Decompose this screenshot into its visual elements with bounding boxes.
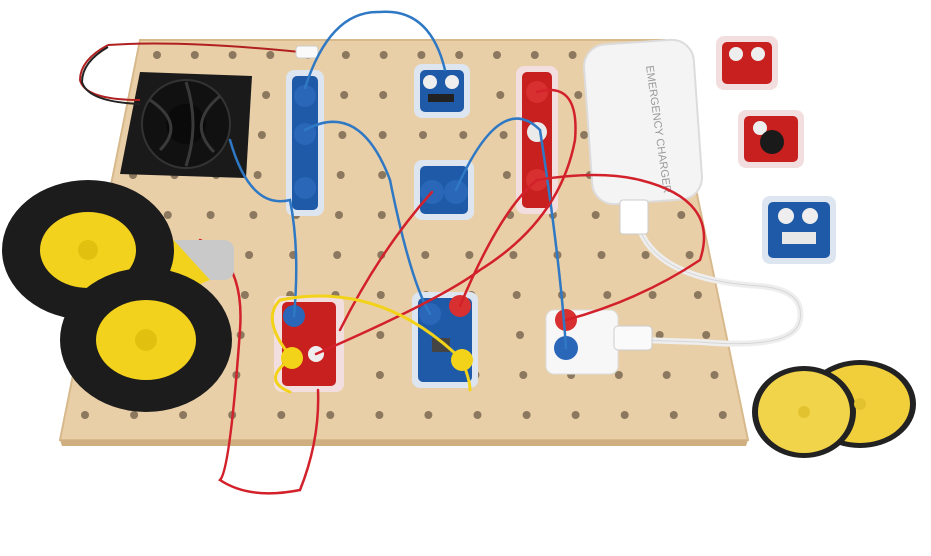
peg-hole [662,371,671,379]
peg-hole [240,291,249,299]
peg-hole [620,411,629,419]
peg-hole [574,91,583,99]
peg-hole [376,331,385,339]
peg-hole [421,251,430,259]
peg-hole [379,91,388,99]
peg-hole [336,171,345,179]
peg-hole [710,371,719,379]
peg-hole [496,91,505,99]
peg-hole [81,411,89,419]
peg-hole [519,371,528,379]
peg-hole [277,411,286,419]
peg-hole [266,51,275,59]
peg-hole [530,51,539,59]
peg-hole [179,411,188,419]
peg-hole [206,211,215,219]
peg-hole [509,251,518,259]
blue-module-center [414,160,474,220]
peg-hole [190,51,199,59]
peg-hole [655,331,664,339]
peg-hole [648,291,657,299]
peg-hole [340,91,349,99]
blue-module-vertical [286,70,324,216]
blue-module-top [414,64,470,118]
peg-hole [262,91,271,99]
red-switch-module [274,296,344,392]
peg-hole [669,411,678,419]
power-bank-icon: EMERGENCY CHARGER [583,38,703,206]
peg-hole [378,171,387,179]
peg-hole [419,131,427,139]
peg-hole [228,51,237,59]
peg-hole [702,331,711,339]
peg-hole [335,211,343,219]
peg-hole [677,211,686,219]
peg-hole [455,51,464,59]
peg-hole [614,371,623,379]
peg-hole [417,51,426,59]
wheel-motor-icon [2,180,234,412]
cooling-fan-icon [120,72,252,178]
peg-hole [338,131,347,139]
peg-hole [379,51,388,59]
peg-hole [377,211,386,219]
peg-hole [597,251,606,259]
peg-hole [375,411,384,419]
peg-hole [153,51,161,59]
peg-hole [641,251,650,259]
white-usb-module [545,309,619,375]
peg-hole [603,291,612,299]
peg-hole [163,211,172,219]
peg-hole [375,371,384,379]
peg-hole [591,211,600,219]
peg-hole [249,211,258,219]
peg-hole [571,411,580,419]
red-module-vertical [516,66,558,214]
peg-hole [512,291,521,299]
peg-hole [465,251,474,259]
peg-hole [473,411,482,419]
peg-hole [257,131,266,139]
peg-hole [516,331,524,339]
peg-hole [341,51,350,59]
peg-hole [568,51,577,59]
peg-hole [326,411,335,419]
peg-hole [333,251,342,259]
peg-hole [493,51,501,59]
peg-hole [685,251,694,259]
peg-hole [522,411,531,419]
peg-hole [693,291,702,299]
peg-hole [499,131,508,139]
spare-wheel-discs-icon [752,360,916,458]
jumper-wires [198,10,706,495]
peg-hole [378,131,387,139]
peg-hole [424,411,433,419]
peg-hole [376,291,385,299]
peg-hole [245,251,254,259]
peg-hole [718,411,727,419]
peg-hole [580,131,589,139]
peg-hole [459,131,468,139]
peg-hole [130,411,139,419]
spare-modules-icon [716,36,836,264]
peg-hole [502,171,511,179]
peg-hole [253,171,262,179]
